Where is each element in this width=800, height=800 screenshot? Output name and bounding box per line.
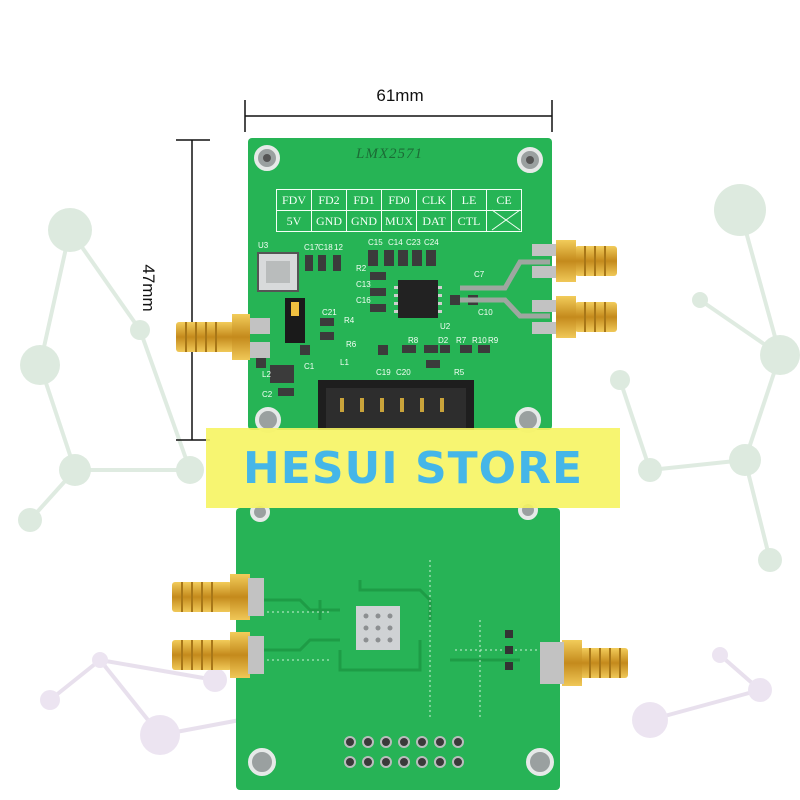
silkscreen-label: C23 [406, 238, 421, 247]
pcb-front [248, 138, 552, 433]
pcb-back [236, 500, 560, 790]
width-dimension-line [244, 100, 553, 132]
silkscreen-label: R10 [472, 336, 487, 345]
pin-row-top: FDV FD2 FD1 FD0 CLK LE CE [276, 189, 522, 211]
pin-label: MUX [381, 210, 417, 232]
silkscreen-label: C16 [356, 296, 371, 305]
pin-label: FD2 [311, 189, 347, 211]
pin-label-table: FDV FD2 FD1 FD0 CLK LE CE 5V GND GND MUX… [276, 189, 522, 232]
pin-label: 5V [276, 210, 312, 232]
pin-label: GND [346, 210, 382, 232]
molecule-background [18, 184, 800, 755]
silkscreen-label: C21 [322, 308, 337, 317]
silkscreen-label: L2 [262, 370, 271, 379]
sma-connector-left-back-top [172, 574, 264, 620]
silkscreen-label: C24 [424, 238, 439, 247]
silkscreen-label: U3 [258, 241, 269, 250]
sma-connector-right-top [532, 240, 617, 282]
sma-connector-right-back [540, 640, 628, 686]
silkscreen-label: C14 [388, 238, 403, 247]
width-dimension-label: 61mm [376, 86, 424, 105]
silkscreen-label: R5 [454, 368, 465, 377]
store-watermark-text: HESUI STORE [242, 442, 584, 494]
board-model-label: LMX2571 [356, 146, 423, 162]
height-dimension-label: 47mm [139, 264, 158, 312]
pin-label: CTL [451, 210, 487, 232]
silkscreen-label: L1 [340, 358, 349, 367]
pin-label: FD0 [381, 189, 417, 211]
pin-row-bottom: 5V GND GND MUX DAT CTL [276, 210, 522, 232]
silkscreen-label: U2 [440, 322, 451, 331]
pin-label: CE [486, 189, 522, 211]
silkscreen-label: R9 [488, 336, 499, 345]
silkscreen-label: R2 [356, 264, 367, 273]
silkscreen-label: C13 [356, 280, 371, 289]
pin-label: LE [451, 189, 487, 211]
silkscreen-label: R6 [346, 340, 357, 349]
silkscreen-label: C15 [368, 238, 383, 247]
pin-label: FD1 [346, 189, 382, 211]
silkscreen-label: D2 [438, 336, 449, 345]
pin-label: GND [311, 210, 347, 232]
pin-label: DAT [416, 210, 452, 232]
silkscreen-label: C17 [304, 243, 319, 252]
silkscreen-label: C7 [474, 270, 485, 279]
silkscreen-label: R4 [344, 316, 355, 325]
sma-connector-left-front [176, 314, 270, 360]
silkscreen-label: C20 [396, 368, 411, 377]
silkscreen-label: R8 [408, 336, 419, 345]
height-dimension-line [176, 139, 210, 441]
pin-label: FDV [276, 189, 312, 211]
silkscreen-label: C19 [376, 368, 391, 377]
sma-connector-right-bottom [532, 296, 617, 338]
pin-label-crossed [486, 210, 522, 232]
silkscreen-label: C1 [304, 362, 315, 371]
sma-connector-left-back-bottom [172, 632, 264, 678]
silkscreen-label: 12 [334, 243, 343, 252]
store-watermark-banner: HESUI STORE [206, 428, 620, 508]
silkscreen-label: C18 [318, 243, 333, 252]
silkscreen-label: C10 [478, 308, 493, 317]
pin-label: CLK [416, 189, 452, 211]
silkscreen-label: C2 [262, 390, 273, 399]
silkscreen-label: R7 [456, 336, 467, 345]
